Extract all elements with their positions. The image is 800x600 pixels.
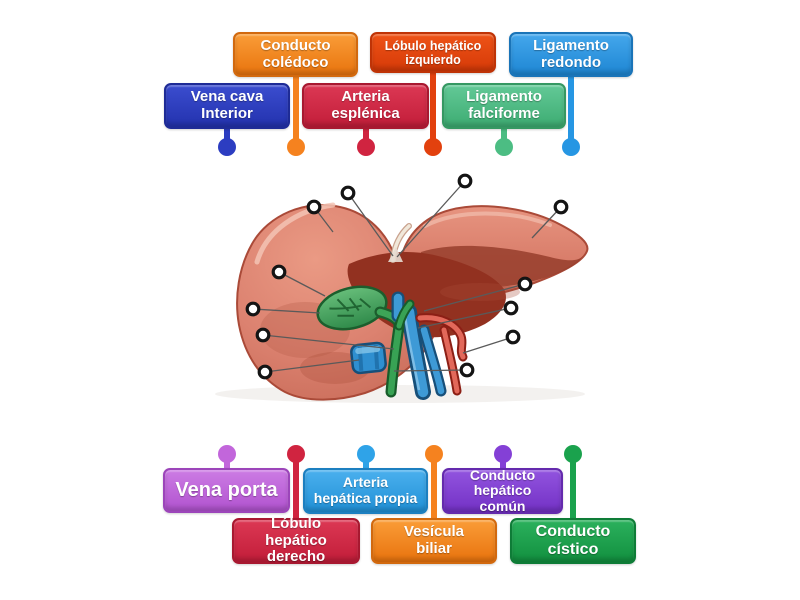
label-lobulo-hepatico-derecho[interactable]: Lóbulo hepático derecho (232, 515, 360, 565)
hepatic-duct-branch (396, 301, 413, 329)
label-anchor-dot-ligamento-redondo (562, 138, 580, 156)
answer-target-12[interactable] (459, 362, 475, 378)
answer-target-9[interactable] (255, 327, 271, 343)
label-lobulo-hepatico-izquierdo[interactable]: Lóbulo hepático izquierdo (370, 32, 496, 73)
label-anchor-dot-ligamento-falciforme (495, 138, 513, 156)
label-ligamento-falciforme[interactable]: Ligamento falciforme (442, 83, 566, 129)
leader-line-2 (347, 192, 394, 257)
portal-vein (403, 306, 429, 398)
label-anchor-dot-conducto-cistico (564, 445, 582, 463)
label-stem-conducto-coledoco (293, 73, 299, 147)
portal-vein-branch (420, 326, 445, 395)
leader-line-6 (423, 283, 526, 312)
answer-target-2[interactable] (340, 185, 356, 201)
leader-line-12 (393, 369, 468, 372)
liver-notch (388, 247, 403, 262)
label-stem-vena-porta (224, 454, 230, 472)
label-anchor-dot-conducto-hepatico-comun (494, 445, 512, 463)
label-stem-ligamento-redondo (568, 73, 574, 147)
label-stem-lobulo-hepatico-izquierdo (430, 69, 436, 147)
leader-line-7 (252, 308, 321, 314)
label-stem-arteria-hepatica-propia (363, 454, 369, 472)
label-stem-lobulo-hepatico-derecho (293, 454, 299, 522)
label-stem-vena-cava-interior (224, 125, 230, 147)
label-conducto-cistico[interactable]: Conducto cístico (510, 518, 636, 564)
answer-target-8[interactable] (503, 300, 519, 316)
scan-shadow (215, 385, 585, 403)
leader-line-1 (396, 180, 466, 258)
leader-line-9 (262, 334, 395, 350)
label-conducto-coledoco[interactable]: Conducto colédoco (233, 32, 358, 77)
label-vena-porta[interactable]: Vena porta (163, 468, 290, 513)
label-anchor-dot-lobulo-hepatico-izquierdo (424, 138, 442, 156)
label-stem-conducto-cistico (570, 454, 576, 522)
label-anchor-dot-lobulo-hepatico-derecho (287, 445, 305, 463)
label-anchor-dot-arteria-esplenica (357, 138, 375, 156)
portal-vein-highlight (403, 315, 421, 391)
label-anchor-dot-arteria-hepatica-propia (357, 445, 375, 463)
label-stem-vesicula-biliar (431, 454, 437, 522)
label-anchor-dot-vena-cava-interior (218, 138, 236, 156)
leader-line-11 (264, 359, 360, 373)
hepatic-artery-branch (441, 327, 460, 394)
liver-mottle (440, 283, 520, 301)
liver-illustration (236, 202, 589, 401)
leader-line-10 (462, 336, 514, 354)
label-anchor-dot-vena-porta (218, 445, 236, 463)
label-stem-conducto-hepatico-comun (500, 454, 506, 472)
answer-targets (245, 173, 569, 380)
leader-line-8 (417, 307, 512, 329)
answer-target-5[interactable] (271, 264, 287, 280)
label-anchor-dot-conducto-coledoco (287, 138, 305, 156)
cut-vessel-stub (350, 341, 387, 375)
gallbladder (316, 285, 388, 331)
label-arteria-hepatica-propia[interactable]: Arteria hepática propia (303, 468, 428, 514)
leader-line-5 (278, 271, 326, 297)
label-anchor-dot-vesicula-biliar (425, 445, 443, 463)
answer-target-7[interactable] (245, 301, 261, 317)
common-bile-duct (387, 322, 403, 396)
answer-target-11[interactable] (257, 364, 273, 380)
label-ligamento-redondo[interactable]: Ligamento redondo (509, 32, 633, 77)
answer-target-6[interactable] (517, 276, 533, 292)
hepatic-artery (417, 315, 466, 360)
answer-target-3[interactable] (306, 199, 322, 215)
answer-target-4[interactable] (553, 199, 569, 215)
answer-target-1[interactable] (457, 173, 473, 189)
leader-lines (252, 180, 562, 373)
liver-highlight (254, 202, 336, 265)
label-stem-ligamento-falciforme (501, 125, 507, 147)
label-conducto-hepatico-comun[interactable]: Conducto hepático común (442, 467, 563, 514)
label-stem-arteria-esplenica (363, 125, 369, 147)
label-arteria-esplenica[interactable]: Arteria esplénica (302, 83, 429, 129)
answer-target-10[interactable] (505, 329, 521, 345)
liver-highlight (423, 211, 552, 228)
label-vena-cava-interior[interactable]: Vena cava Interior (164, 83, 290, 129)
label-vesicula-biliar[interactable]: Vesícula biliar (371, 518, 497, 564)
